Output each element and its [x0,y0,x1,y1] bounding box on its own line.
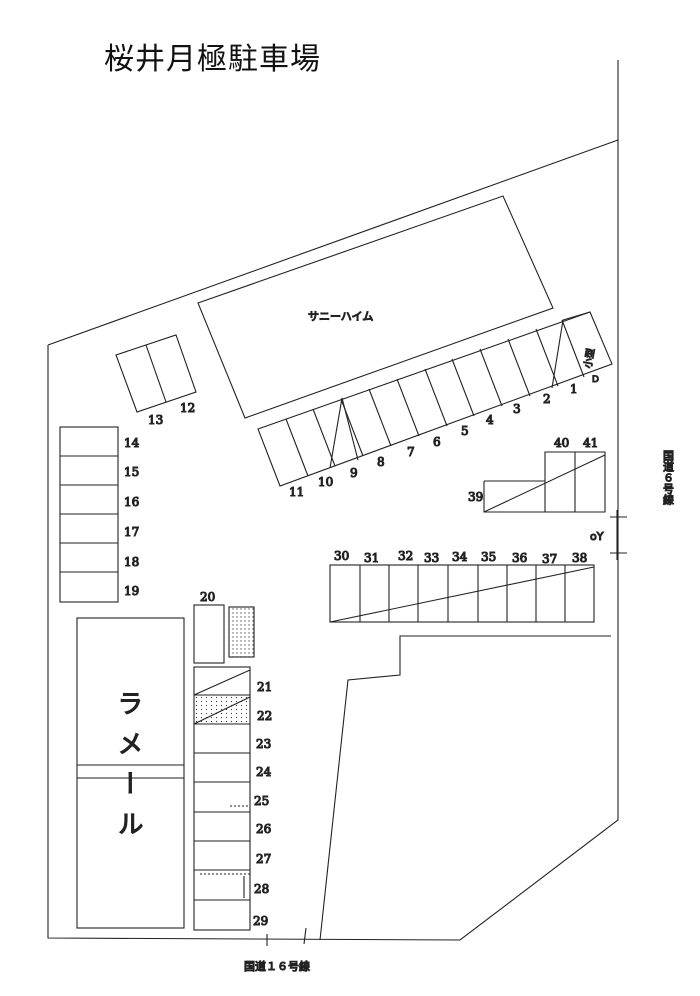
space-label-16: 16 [124,495,139,509]
space-label-34: 34 [452,550,468,564]
building-sunny-heim [197,195,554,419]
road-label-route6: 国道６号線 [662,450,675,505]
space-label-33: 33 [424,551,439,565]
lower-right-block [319,635,611,941]
space-label-17: 17 [124,525,139,539]
space-label-10: 10 [318,475,333,489]
space-label-21: 21 [257,680,272,694]
space-label-1: 1 [570,382,578,396]
ramer-label: ラメール [113,690,143,850]
space-label-6: 6 [433,435,441,449]
space-label-37: 37 [542,552,557,566]
spaces-12-13 [115,334,197,413]
space-20 [193,604,255,664]
space-label-38: 38 [572,551,587,565]
spaces-1-11-row [257,311,613,487]
space-label-11: 11 [289,485,304,499]
hand-note-oy: oY [590,530,604,543]
space-label-41: 41 [583,436,598,450]
spaces-14-19-column [59,426,119,603]
space-label-3: 3 [513,402,521,416]
space-labels: 1 2 3 4 5 6 7 8 9 10 11 12 13 14 15 16 1… [123,381,598,928]
space-label-19: 19 [124,584,139,598]
space-label-29: 29 [253,914,268,928]
building-label: サニーハイム [308,310,373,323]
hand-note-small-car: 小型 [581,347,597,369]
space-label-14: 14 [124,436,140,450]
space-label-15: 15 [124,465,139,479]
space-label-35: 35 [481,550,496,564]
spaces-39-41 [483,451,606,513]
space-label-2: 2 [543,392,551,406]
space-label-30: 30 [334,549,349,563]
space-label-7: 7 [407,445,415,459]
hand-note-d: D [592,375,599,385]
space-label-9: 9 [350,466,358,480]
space-label-5: 5 [461,424,469,438]
road-markers [266,510,627,946]
space-label-27: 27 [256,852,271,866]
space-label-36: 36 [512,551,527,565]
space-label-22: 22 [257,709,272,723]
space-label-12: 12 [180,401,195,415]
space-label-24: 24 [256,765,272,779]
space-label-32: 32 [398,549,413,563]
space-label-4: 4 [486,413,494,427]
space-label-28: 28 [254,882,269,896]
space-label-39: 39 [468,490,483,504]
spaces-30-38-row [329,564,595,623]
spaces-21-29-column [193,666,251,931]
space-label-13: 13 [148,413,163,427]
space-label-20: 20 [200,590,215,604]
space-label-31: 31 [364,551,379,565]
space-label-18: 18 [124,555,139,569]
space-label-8: 8 [377,455,385,469]
space-label-23: 23 [256,737,271,751]
space-label-25: 25 [254,794,269,808]
building-ramer [76,617,185,929]
space-label-40: 40 [554,436,569,450]
page-title: 桜井月極駐車場 [104,42,321,77]
space-label-26: 26 [256,822,271,836]
site-boundary [47,60,619,941]
road-label-route16: 国道１６号線 [244,959,310,973]
